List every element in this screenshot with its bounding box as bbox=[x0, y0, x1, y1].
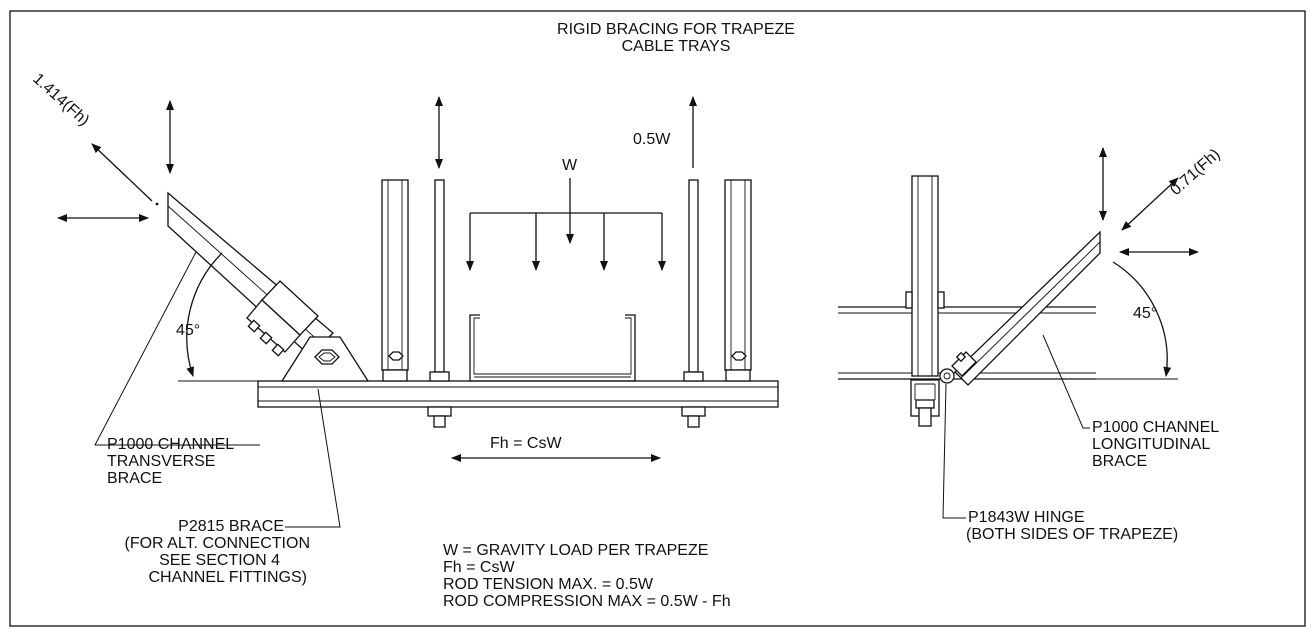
left-vertical-strut bbox=[381, 179, 409, 382]
p1843w-hinge bbox=[939, 368, 955, 384]
hinge-label-1: P1843W HINGE bbox=[968, 509, 1084, 526]
note-2: Fh = CsW bbox=[443, 559, 515, 576]
transverse-brace-label-2: TRANSVERSE bbox=[107, 453, 215, 470]
title-line-2: CABLE TRAYS bbox=[622, 38, 731, 55]
longitudinal-brace-label-2: LONGITUDINAL bbox=[1092, 436, 1210, 453]
cable-tray bbox=[469, 314, 636, 382]
note-3: ROD TENSION MAX. = 0.5W bbox=[443, 576, 654, 593]
right-vertical-strut bbox=[724, 179, 752, 382]
p2815-label-2: (FOR ALT. CONNECTION bbox=[125, 535, 311, 552]
right-force-label: 0.71(Fh) bbox=[1167, 146, 1223, 199]
hinge-label-2: (BOTH SIDES OF TRAPEZE) bbox=[966, 526, 1178, 543]
notes: W = GRAVITY LOAD PER TRAPEZE Fh = CsW RO… bbox=[443, 542, 731, 610]
left-force-label: 1.414(Fh) bbox=[29, 70, 92, 129]
p2815-label-1: P2815 BRACE bbox=[178, 518, 284, 535]
longitudinal-brace bbox=[951, 230, 1101, 386]
drawing-border bbox=[9, 10, 1306, 627]
longitudinal-view: 45° 0.71(Fh) P1000 CHANNEL LONGITUDINAL … bbox=[838, 146, 1224, 543]
p2815-brace-fitting bbox=[280, 336, 370, 382]
title-line-1: RIGID BRACING FOR TRAPEZE bbox=[557, 21, 795, 38]
left-angle-label: 45° bbox=[176, 322, 200, 339]
transverse-brace bbox=[167, 191, 334, 357]
transverse-view: 45° 1.414(Fh) W bbox=[29, 70, 779, 586]
horizontal-force-label: Fh = CsW bbox=[490, 435, 562, 452]
right-angle-label: 45° bbox=[1133, 305, 1157, 322]
left-threaded-rod bbox=[427, 179, 452, 428]
longitudinal-brace-label-1: P1000 CHANNEL bbox=[1092, 419, 1219, 436]
rod-tension-label: 0.5W bbox=[633, 131, 671, 148]
transverse-brace-label-1: P1000 CHANNEL bbox=[107, 436, 234, 453]
note-1: W = GRAVITY LOAD PER TRAPEZE bbox=[443, 542, 708, 559]
left-diagonal-force-arrow bbox=[91, 143, 153, 202]
trapeze-channel bbox=[257, 380, 779, 408]
note-4: ROD COMPRESSION MAX = 0.5W - Fh bbox=[443, 593, 731, 610]
p2815-label-3: SEE SECTION 4 bbox=[159, 552, 280, 569]
transverse-brace-label-3: BRACE bbox=[107, 470, 162, 487]
right-threaded-rod bbox=[681, 179, 706, 428]
load-label: W bbox=[562, 157, 578, 174]
right-diagonal-force-arrow bbox=[1121, 177, 1179, 231]
longitudinal-brace-label-3: BRACE bbox=[1092, 453, 1147, 470]
longitudinal-vertical-strut bbox=[905, 175, 945, 377]
p2815-label-4: CHANNEL FITTINGS) bbox=[148, 569, 307, 586]
trapeze-end-view bbox=[910, 379, 940, 427]
